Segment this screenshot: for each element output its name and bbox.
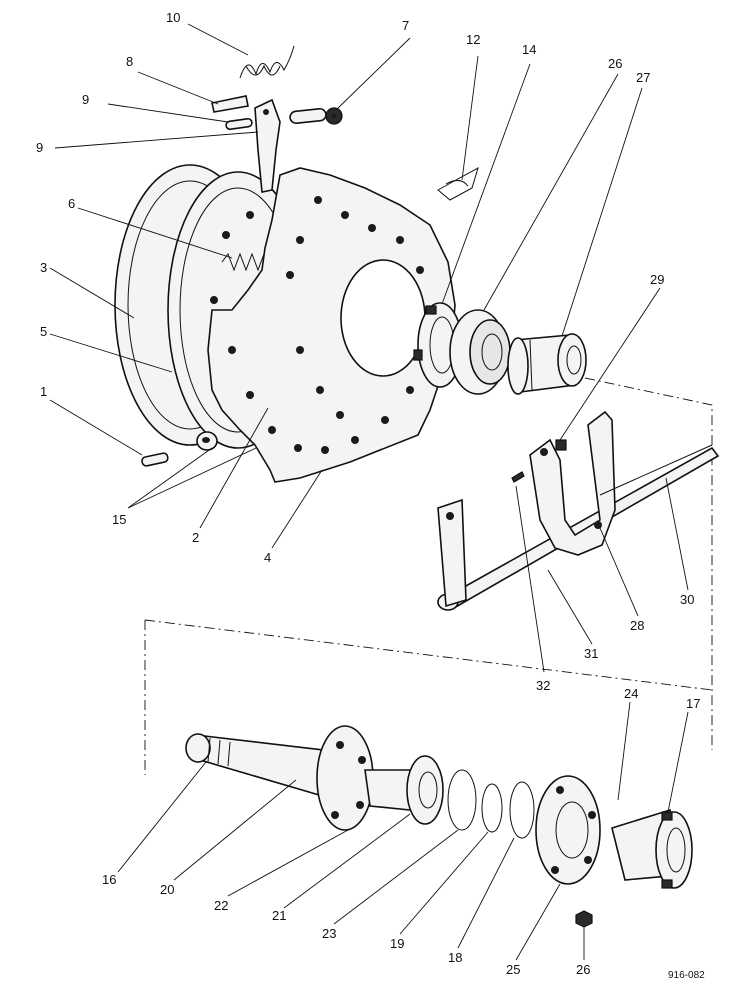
callout-1: 1: [40, 384, 47, 399]
callout-12: 12: [466, 32, 480, 47]
adjusting-bolt: [289, 107, 343, 125]
circlip: [509, 781, 535, 839]
snap-ring: [447, 769, 477, 831]
bearing-sleeve: [507, 333, 587, 395]
shaft-lever: [437, 498, 467, 608]
shaft-bearing: [364, 755, 444, 825]
shaft-flange: [316, 725, 374, 831]
spacer-ring: [481, 783, 503, 833]
callout-33: 32: [536, 678, 550, 693]
spring-clip: [239, 45, 295, 79]
callout-14: 14: [522, 42, 536, 57]
input-shaft: [185, 733, 341, 802]
callout-10: 9: [82, 92, 89, 107]
lever-pin: [225, 117, 253, 131]
callout-18: 18: [448, 950, 462, 965]
callout-6: 6: [68, 196, 75, 211]
callout-31: 30: [680, 592, 694, 607]
figure-reference-code: 916-082: [668, 970, 705, 981]
bearing-housing: [535, 775, 601, 885]
callout-2: 2: [192, 530, 199, 545]
callout-21: 21: [272, 908, 286, 923]
callout-4: 4: [264, 550, 271, 565]
release-collar: [611, 808, 693, 889]
callout-25: 24: [624, 686, 638, 701]
callout-8: 8: [126, 54, 133, 69]
clutch-spring: [221, 252, 271, 272]
callout-30: 29: [650, 272, 664, 287]
housing-nut: [575, 910, 593, 928]
bushing-pin: [141, 452, 169, 467]
callout-19: 19: [390, 936, 404, 951]
lever-link: [211, 95, 249, 113]
release-fork: [529, 410, 616, 556]
callout-7: 7: [402, 18, 409, 33]
retaining-clip: [437, 166, 479, 201]
callout-22: 22: [214, 898, 228, 913]
callout-29: 28: [630, 618, 644, 633]
cover-bolt-holes: [228, 196, 432, 454]
callout-26b: 26: [576, 962, 590, 977]
callout-11: 10: [166, 10, 180, 25]
release-bearing: [449, 309, 511, 395]
callout-15: 15: [112, 512, 126, 527]
dowel: [196, 431, 218, 451]
callout-9b: 9: [36, 140, 43, 155]
callout-3: 3: [40, 260, 47, 275]
callout-23: 23: [322, 926, 336, 941]
callout-24: 25: [506, 962, 520, 977]
callout-17: 17: [686, 696, 700, 711]
callout-27: 26: [608, 56, 622, 71]
clutch-cover: [207, 167, 456, 483]
release-lever: [254, 98, 281, 193]
callout-20: 20: [160, 882, 174, 897]
callout-5: 5: [40, 324, 47, 339]
assembly-boundary-lines: [144, 377, 713, 775]
callout-28: 27: [636, 70, 650, 85]
operating-rod: [599, 444, 713, 496]
callout-labels: 10 7 8 9 9 12 14 26 27 6 3 5 29 1 15 2 4…: [36, 10, 705, 981]
callout-32: 31: [584, 646, 598, 661]
leader-lines: [49, 23, 689, 961]
callout-16: 16: [102, 872, 116, 887]
fork-key: [511, 471, 525, 483]
